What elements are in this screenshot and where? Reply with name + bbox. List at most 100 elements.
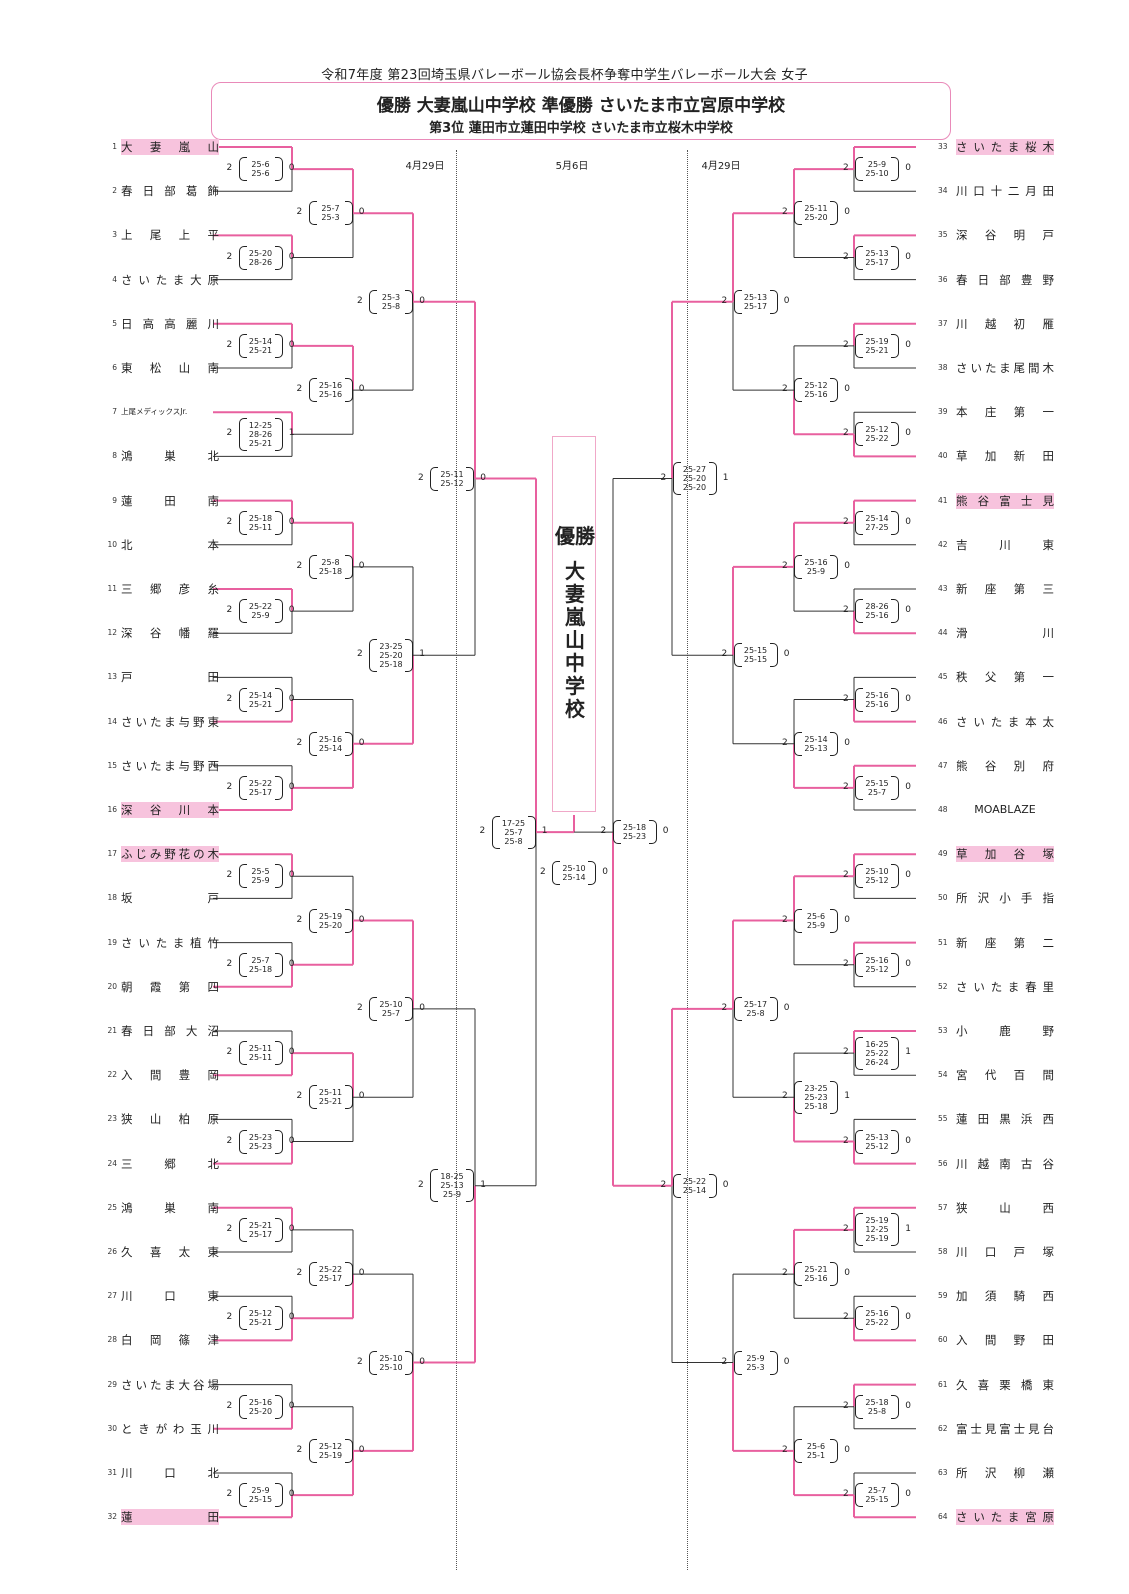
sets-won-loser: 0 [358,737,365,748]
team-name: さいたま与野西 [121,758,219,773]
team-number: 2 [112,186,117,196]
set-score: 25-6 [806,1441,826,1451]
team-number: 24 [107,1158,117,1168]
set-score: 25-13 [743,292,768,302]
set-score: 23-25 [379,641,403,651]
set-score: 25-17 [248,787,273,797]
set-score: 25-21 [318,1097,343,1107]
team-number: 12 [107,628,117,638]
sets-won-loser: 0 [358,560,365,571]
team-name: 鴻巣南 [121,1200,219,1215]
set-score: 25-21 [865,345,889,355]
team-name: ときがわ玉川 [121,1421,219,1436]
score-bracket-right [274,1394,283,1419]
set-score: 25-23 [248,1132,273,1142]
sets-won-loser: 0 [844,1444,850,1455]
score-bracket-left [672,1173,681,1198]
score-bracket-right [891,687,899,712]
sets-won-winner: 2 [226,163,233,174]
set-score: 25-3 [746,1362,765,1372]
team-number: 59 [938,1291,948,1301]
score-bracket-right [830,378,838,403]
score-bracket-left [238,1041,247,1066]
set-score: 25-8 [504,836,523,846]
set-score: 25-16 [865,1309,889,1319]
sets-won-winner: 2 [843,1047,849,1058]
set-score: 25-18 [865,1397,889,1407]
set-score: 12-25 [865,1225,889,1235]
score-bracket-left [794,908,802,933]
team-number: 41 [938,495,948,505]
sets-won-winner: 2 [296,1444,303,1455]
score-bracket-left [238,333,247,358]
team-number: 58 [938,1247,948,1256]
sets-won-loser: 0 [905,958,911,969]
score-bracket-left [855,952,863,977]
score-bracket-left [794,554,802,579]
team-name: 春日部大沼 [121,1024,219,1038]
set-score: 25-13 [440,1181,464,1191]
sets-won-winner: 2 [226,1312,233,1323]
score-bracket-right [891,952,899,977]
sets-won-winner: 2 [357,1356,363,1367]
score-bracket-left [855,510,863,535]
team-name: 蓮田 [121,1509,219,1526]
score-bracket-right [891,1483,899,1508]
score-bracket-left [238,1129,247,1154]
sets-won-loser: 0 [905,339,911,350]
set-score: 25-5 [251,867,270,877]
team-name: 本庄第一 [956,405,1054,420]
champion-name: 大妻嵐山中学校 [553,560,597,721]
sets-won-loser: 0 [905,1135,911,1146]
score-bracket-right [466,466,474,491]
score-bracket-right [830,201,838,226]
sets-won-loser: 1 [541,826,548,837]
team-name: さいたま大谷場 [121,1377,219,1392]
set-score: 25-20 [682,483,707,492]
sets-won-winner: 2 [782,560,788,571]
score-bracket-left [238,864,247,889]
sets-won-loser: 0 [288,1135,295,1146]
score-bracket-left [612,820,621,845]
score-bracket-left [369,289,377,314]
team-name: 蓮田黒浜西 [956,1112,1054,1127]
score-bracket-left [238,245,247,270]
team-name: 上尾メディックスJr. [121,407,188,417]
score-bracket-right [891,510,899,535]
set-score: 25-23 [248,1141,273,1151]
score-bracket-left [369,1350,377,1375]
results-winner-line: 優勝 大妻嵐山中学校 準優勝 さいたま市立宮原中学校 [376,96,786,116]
team-number: 57 [938,1202,948,1212]
sets-won-loser: 0 [358,207,365,218]
set-score: 25-17 [743,301,768,311]
team-number: 34 [938,186,948,196]
sets-won-loser: 0 [288,516,295,527]
sets-won-loser: 0 [905,781,911,792]
score-bracket-right [891,864,899,889]
sets-won-winner: 2 [782,384,788,395]
score-bracket-left [855,1483,863,1508]
sets-won-loser: 0 [844,914,850,925]
team-name: 久喜太東 [121,1245,219,1259]
score-bracket-right [274,333,283,358]
team-number: 20 [107,981,117,991]
set-score: 25-18 [248,964,273,974]
